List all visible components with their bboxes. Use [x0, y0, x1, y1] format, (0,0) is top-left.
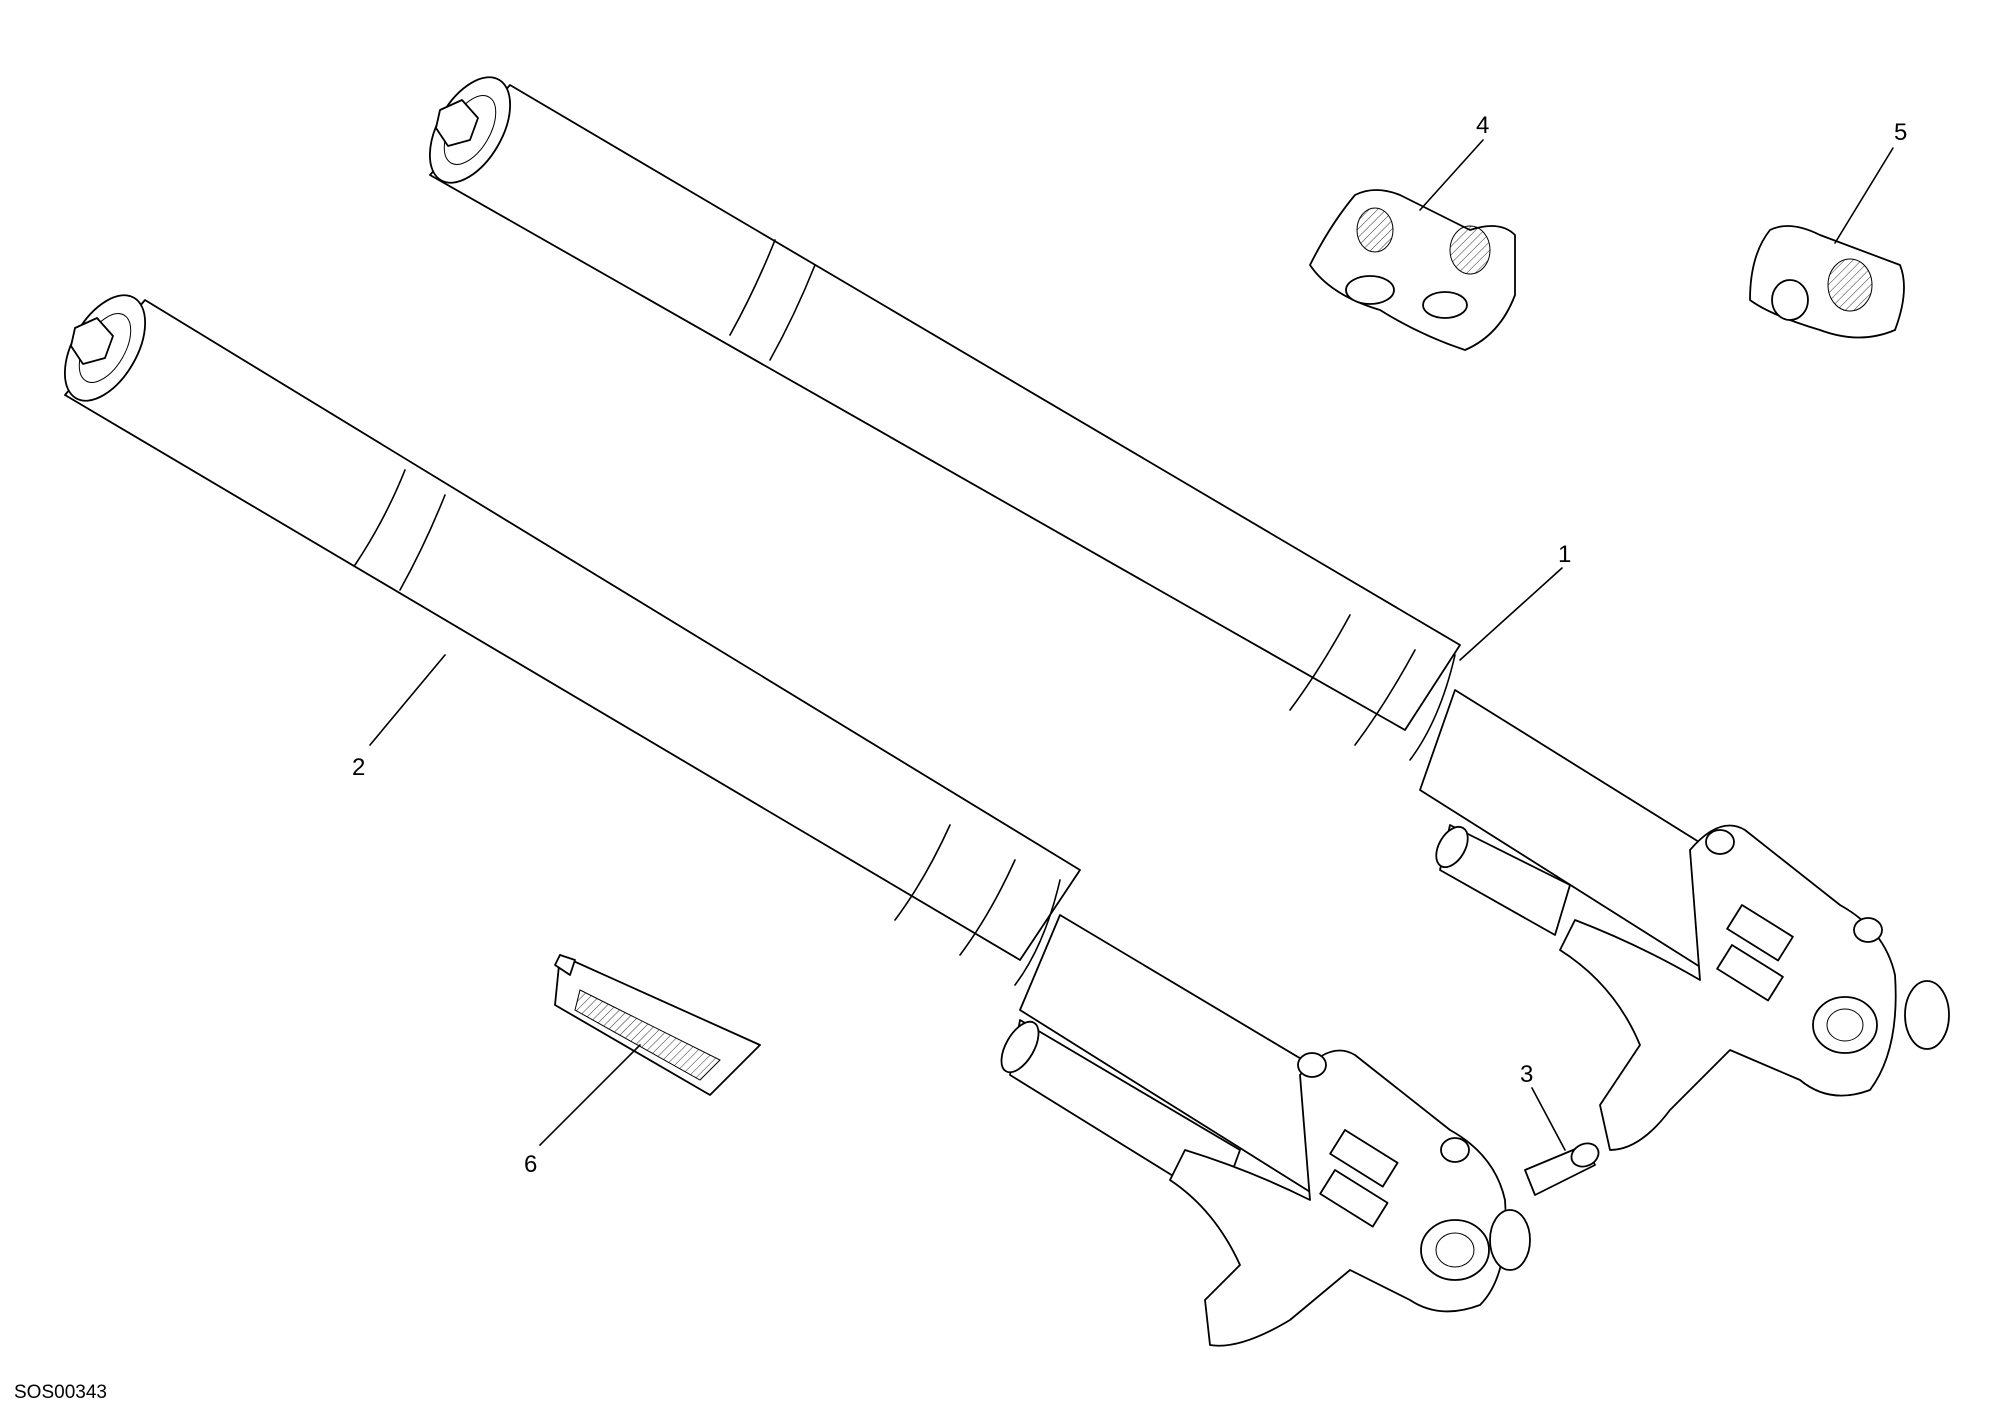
leader-2 — [369, 654, 446, 746]
leader-lines — [369, 139, 1894, 1151]
callout-6: 6 — [524, 1151, 537, 1178]
leader-5 — [1834, 147, 1894, 244]
leader-1 — [1459, 567, 1563, 661]
bolt-part — [1524, 1142, 1600, 1196]
seal-kit-small-part — [1749, 225, 1905, 339]
fork-leg-right — [428, 76, 1950, 1151]
drawing-code: SOS00343 — [14, 1382, 107, 1403]
callout-1: 1 — [1558, 541, 1571, 568]
fork-leg-left — [63, 294, 1531, 1347]
callout-5: 5 — [1894, 119, 1907, 146]
callout-3: 3 — [1520, 1061, 1533, 1088]
callout-labels: 1 2 3 4 5 6 — [352, 112, 1907, 1178]
callout-4: 4 — [1476, 112, 1489, 139]
decal-part — [554, 954, 761, 1096]
leader-3 — [1531, 1087, 1566, 1151]
leader-4 — [1419, 139, 1484, 211]
callout-2: 2 — [352, 754, 365, 781]
leader-6 — [539, 1044, 641, 1146]
seal-kit-large-part — [1309, 189, 1516, 351]
